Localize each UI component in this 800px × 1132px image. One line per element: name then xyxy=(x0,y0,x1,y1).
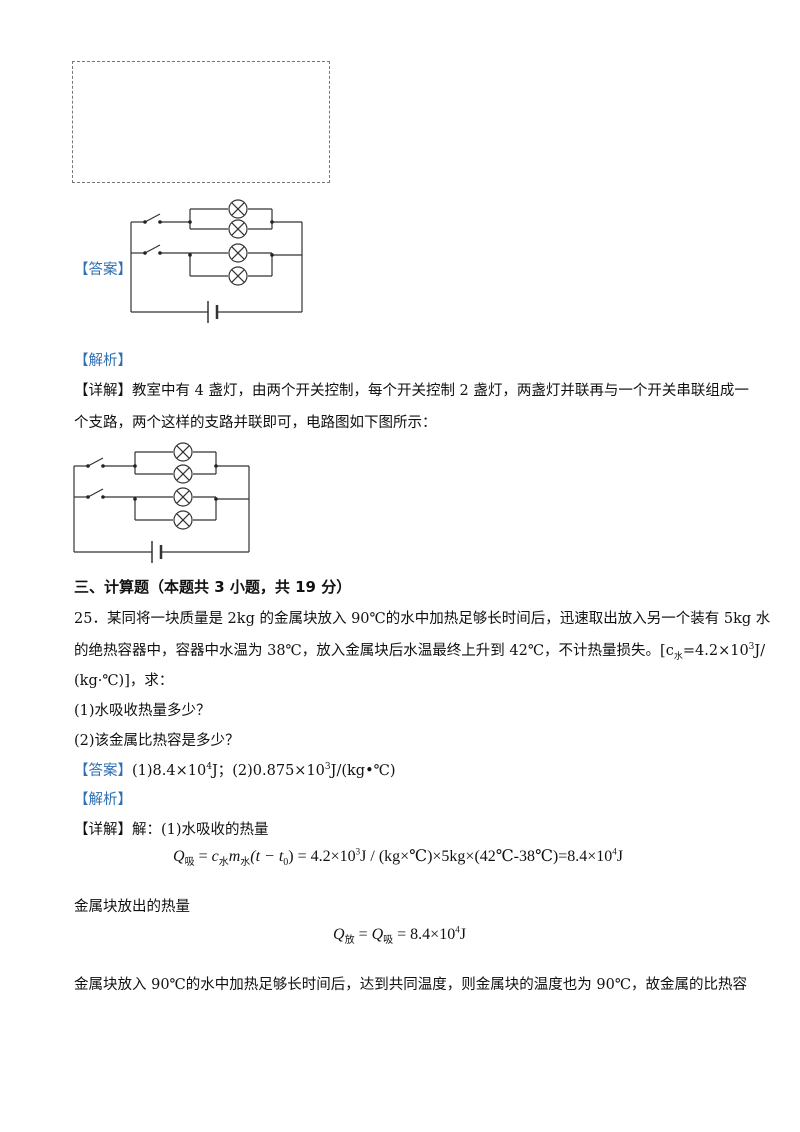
formula2-sub-abs: 吸 xyxy=(383,935,394,947)
problem-line-2: 的绝热容器中，容器中水温为 38℃，放入金属块后水温最终上升到 42℃，不计热量… xyxy=(74,641,765,667)
formula2-q2: Q xyxy=(371,926,384,943)
formula-heat-released: Q放 = Q吸 = 8.4×104J xyxy=(333,924,466,947)
final-text: 金属块放入 90℃的水中加热足够长时间后，达到共同温度，则金属块的温度也为 90… xyxy=(74,977,748,993)
explanation-line-1: 教室中有 4 盏灯，由两个开关控制，每个开关控制 2 盏灯，两盏灯并联再与一个开… xyxy=(132,383,749,399)
formula2-exp: 4 xyxy=(455,924,460,935)
formula2-rest: = 8.4×10 xyxy=(393,926,456,943)
problem-line-1: 25．某同将一块质量是 2kg 的金属块放入 90℃的水中加热足够长时间后，迅速… xyxy=(74,611,771,627)
problem-line-3: (kg·℃)]，求： xyxy=(74,673,174,689)
answer-2-exp1: 4 xyxy=(206,762,212,773)
formula1-rest: ) = 4.2×10 xyxy=(288,848,356,865)
answer-2-line: 【答案】(1)8.4×104J；(2)0.875×103J/(kg•℃) xyxy=(74,761,396,781)
analysis-2-label: 【解析】 xyxy=(74,792,132,808)
problem-line-2-tail: =4.2×10 xyxy=(682,643,749,659)
formula1-rest2: J / (kg×℃)×5kg×(42℃-38℃)=8.4×10 xyxy=(360,848,613,865)
problem-line-2-end: J/ xyxy=(754,643,766,659)
problem-line-2-sub: 水 xyxy=(673,651,683,662)
formula1-exp2: 4 xyxy=(612,846,617,857)
dashed-answer-box xyxy=(72,61,330,183)
detail-label: 【详解】 xyxy=(74,383,132,399)
answer-2-exp2: 3 xyxy=(324,762,331,773)
detail-2-label: 【详解】 xyxy=(74,822,132,838)
explanation-line-2: 个支路，两个这样的支路并联即可，电路图如下图所示： xyxy=(74,415,437,431)
section-heading: 三、计算题（本题共 3 小题，共 19 分） xyxy=(74,578,352,596)
answer-2-part2: J；(2)0.875×10 xyxy=(211,763,325,779)
formula1-c: c xyxy=(211,848,219,865)
formula1-t0sub: 0 xyxy=(283,857,289,869)
detail-line-1: 【详解】教室中有 4 盏灯，由两个开关控制，每个开关控制 2 盏灯，两盏灯并联再… xyxy=(74,381,749,401)
formula2-eq: = xyxy=(354,926,372,943)
formula1-m: m xyxy=(228,848,241,865)
metal-release-text: 金属块放出的热量 xyxy=(74,899,190,915)
formula1-q: Q xyxy=(173,848,185,865)
formula2-sub-release: 放 xyxy=(344,935,355,947)
answer-2-part1: (1)8.4×10 xyxy=(132,763,207,779)
formula-heat-absorbed: Q吸 = c水m水(t − t0) = 4.2×103J / (kg×℃)×5k… xyxy=(173,846,623,868)
formula1-paren: (t − t xyxy=(250,848,284,865)
question-2: (2)该金属比热容是多少？ xyxy=(74,733,240,749)
detail-2-line: 【详解】解：(1)水吸收的热量 xyxy=(74,820,269,840)
answer-label: 【答案】 xyxy=(74,262,132,278)
problem-line-2-exp: 3 xyxy=(748,642,755,653)
formula1-exp: 3 xyxy=(355,846,361,857)
answer-2-label: 【答案】 xyxy=(74,763,132,779)
detail-2-intro: 解：(1)水吸收的热量 xyxy=(132,822,269,838)
formula1-eq: = xyxy=(194,848,212,865)
formula1-sub-abs: 吸 xyxy=(184,857,195,869)
formula1-sub-water-c: 水 xyxy=(218,857,229,869)
problem-line-2-text: 的绝热容器中，容器中水温为 38℃，放入金属块后水温最终上升到 42℃，不计热量… xyxy=(74,643,674,659)
formula1-end: J xyxy=(616,848,624,865)
answer-2-part3: J/(kg•℃) xyxy=(330,763,396,779)
question-1: (1)水吸收热量多少？ xyxy=(74,703,211,719)
formula2-end: J xyxy=(459,926,466,943)
formula2-q1: Q xyxy=(333,926,345,943)
analysis-label: 【解析】 xyxy=(74,353,132,369)
formula1-sub-water-m: 水 xyxy=(240,857,251,869)
